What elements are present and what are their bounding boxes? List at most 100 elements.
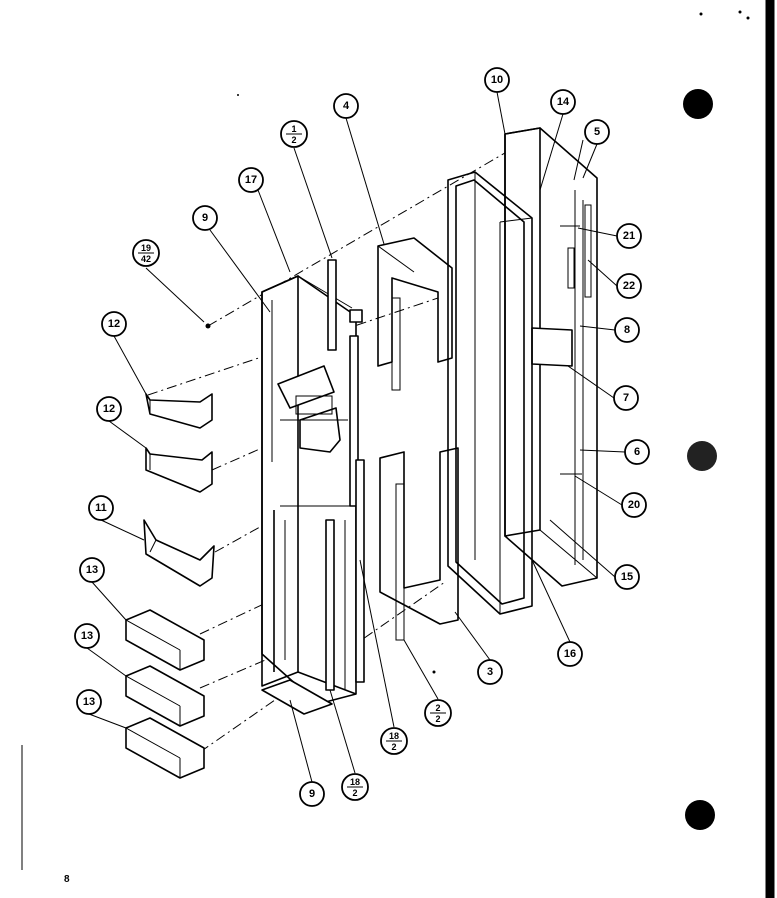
callout-label: 22 bbox=[623, 280, 635, 292]
callout-7: 7 bbox=[613, 385, 639, 411]
callout-11: 11 bbox=[88, 495, 114, 521]
callout-label: 5 bbox=[594, 126, 600, 138]
callout-label: 12 bbox=[108, 318, 120, 330]
mark-dot bbox=[738, 10, 742, 14]
callout-circle bbox=[616, 223, 642, 249]
fraction-numerator: 18 bbox=[350, 777, 360, 787]
callout-9a: 9 bbox=[192, 205, 218, 231]
leader-lines bbox=[86, 91, 626, 783]
callout-label: 10 bbox=[491, 74, 503, 86]
callout-circle bbox=[484, 67, 510, 93]
callout-12a: 12 bbox=[101, 311, 127, 337]
callout-17: 17 bbox=[238, 167, 264, 193]
callout-label: 13 bbox=[81, 630, 93, 642]
callout-circle bbox=[614, 564, 640, 590]
shelf-upper-2 bbox=[145, 447, 213, 493]
callout-13a: 13 bbox=[79, 557, 105, 583]
callout-label: 11 bbox=[95, 502, 107, 514]
side-rails bbox=[325, 259, 365, 691]
callout-10: 10 bbox=[484, 67, 510, 93]
callout-label: 12 bbox=[103, 403, 115, 415]
callout-circle bbox=[192, 205, 218, 231]
callout-22: 22 bbox=[616, 273, 642, 299]
callout-circle bbox=[621, 492, 647, 518]
callout-label: 9 bbox=[309, 788, 315, 800]
callout-circle bbox=[616, 273, 642, 299]
callout-5: 5 bbox=[584, 119, 610, 145]
callout-circle bbox=[333, 93, 359, 119]
callout-label: 6 bbox=[634, 446, 640, 458]
bottom-trim-strip bbox=[261, 679, 333, 715]
door-bin-3 bbox=[125, 717, 205, 779]
callout-label: 13 bbox=[83, 696, 95, 708]
mark-dot bbox=[699, 12, 703, 16]
fraction-numerator: 1 bbox=[291, 124, 296, 134]
callout-circle bbox=[299, 781, 325, 807]
callout-label: 13 bbox=[86, 564, 98, 576]
fraction-denominator: 2 bbox=[291, 135, 296, 145]
callout-circle bbox=[76, 689, 102, 715]
door-bin-2 bbox=[125, 665, 205, 727]
callout-circle bbox=[477, 659, 503, 685]
callout-circle bbox=[238, 167, 264, 193]
callout-16: 16 bbox=[557, 641, 583, 667]
breaker-frame-lower bbox=[379, 447, 459, 641]
callout-circle bbox=[96, 396, 122, 422]
callout-circle bbox=[613, 385, 639, 411]
screw-dot bbox=[205, 323, 211, 329]
door-outer-panel bbox=[504, 127, 598, 587]
callout-circle bbox=[101, 311, 127, 337]
binder-hole-middle bbox=[687, 441, 717, 471]
fraction-numerator: 19 bbox=[141, 243, 151, 253]
door-bin-1 bbox=[125, 609, 205, 671]
callout-circle bbox=[79, 557, 105, 583]
callout-circle bbox=[88, 495, 114, 521]
callout-18-2a: 182 bbox=[380, 727, 408, 755]
callout-8: 8 bbox=[614, 317, 640, 343]
fraction-denominator: 42 bbox=[141, 254, 151, 264]
callout-2-2: 22 bbox=[424, 699, 452, 727]
callout-label: 20 bbox=[628, 499, 640, 511]
callout-label: 9 bbox=[202, 212, 208, 224]
callout-circle bbox=[584, 119, 610, 145]
callout-9b: 9 bbox=[299, 781, 325, 807]
binder-hole-top bbox=[683, 89, 713, 119]
callout-circle bbox=[624, 439, 650, 465]
callout-label: 14 bbox=[557, 96, 570, 108]
callout-circle bbox=[74, 623, 100, 649]
dairy-door-bin bbox=[143, 519, 215, 587]
door-gasket bbox=[447, 171, 533, 615]
mark-dot bbox=[432, 670, 436, 674]
callout-18-2b: 182 bbox=[341, 773, 369, 801]
callout-15: 15 bbox=[614, 564, 640, 590]
callout-21: 21 bbox=[616, 223, 642, 249]
page-number: 8 bbox=[64, 874, 70, 885]
callout-12b: 12 bbox=[96, 396, 122, 422]
mark-dot bbox=[237, 94, 239, 96]
callout-label: 7 bbox=[623, 392, 629, 404]
fraction-denominator: 2 bbox=[352, 788, 357, 798]
callout-label: 17 bbox=[245, 174, 257, 186]
door-liner bbox=[261, 275, 357, 705]
mark-dot bbox=[746, 16, 750, 20]
shelf-upper-1 bbox=[145, 393, 213, 429]
callout-label: 21 bbox=[623, 230, 635, 242]
callout-circle bbox=[557, 641, 583, 667]
callout-label: 16 bbox=[564, 648, 576, 660]
callout-14: 14 bbox=[550, 89, 576, 115]
fraction-numerator: 18 bbox=[389, 731, 399, 741]
fraction-numerator: 2 bbox=[435, 703, 440, 713]
callout-circle bbox=[550, 89, 576, 115]
binder-hole-bottom bbox=[685, 800, 715, 830]
callout-circle bbox=[614, 317, 640, 343]
callout-4: 4 bbox=[333, 93, 359, 119]
fraction-denominator: 2 bbox=[435, 714, 440, 724]
callout-13c: 13 bbox=[76, 689, 102, 715]
callout-label: 15 bbox=[621, 571, 633, 583]
callout-label: 4 bbox=[343, 100, 350, 112]
callout-label: 3 bbox=[487, 666, 493, 678]
